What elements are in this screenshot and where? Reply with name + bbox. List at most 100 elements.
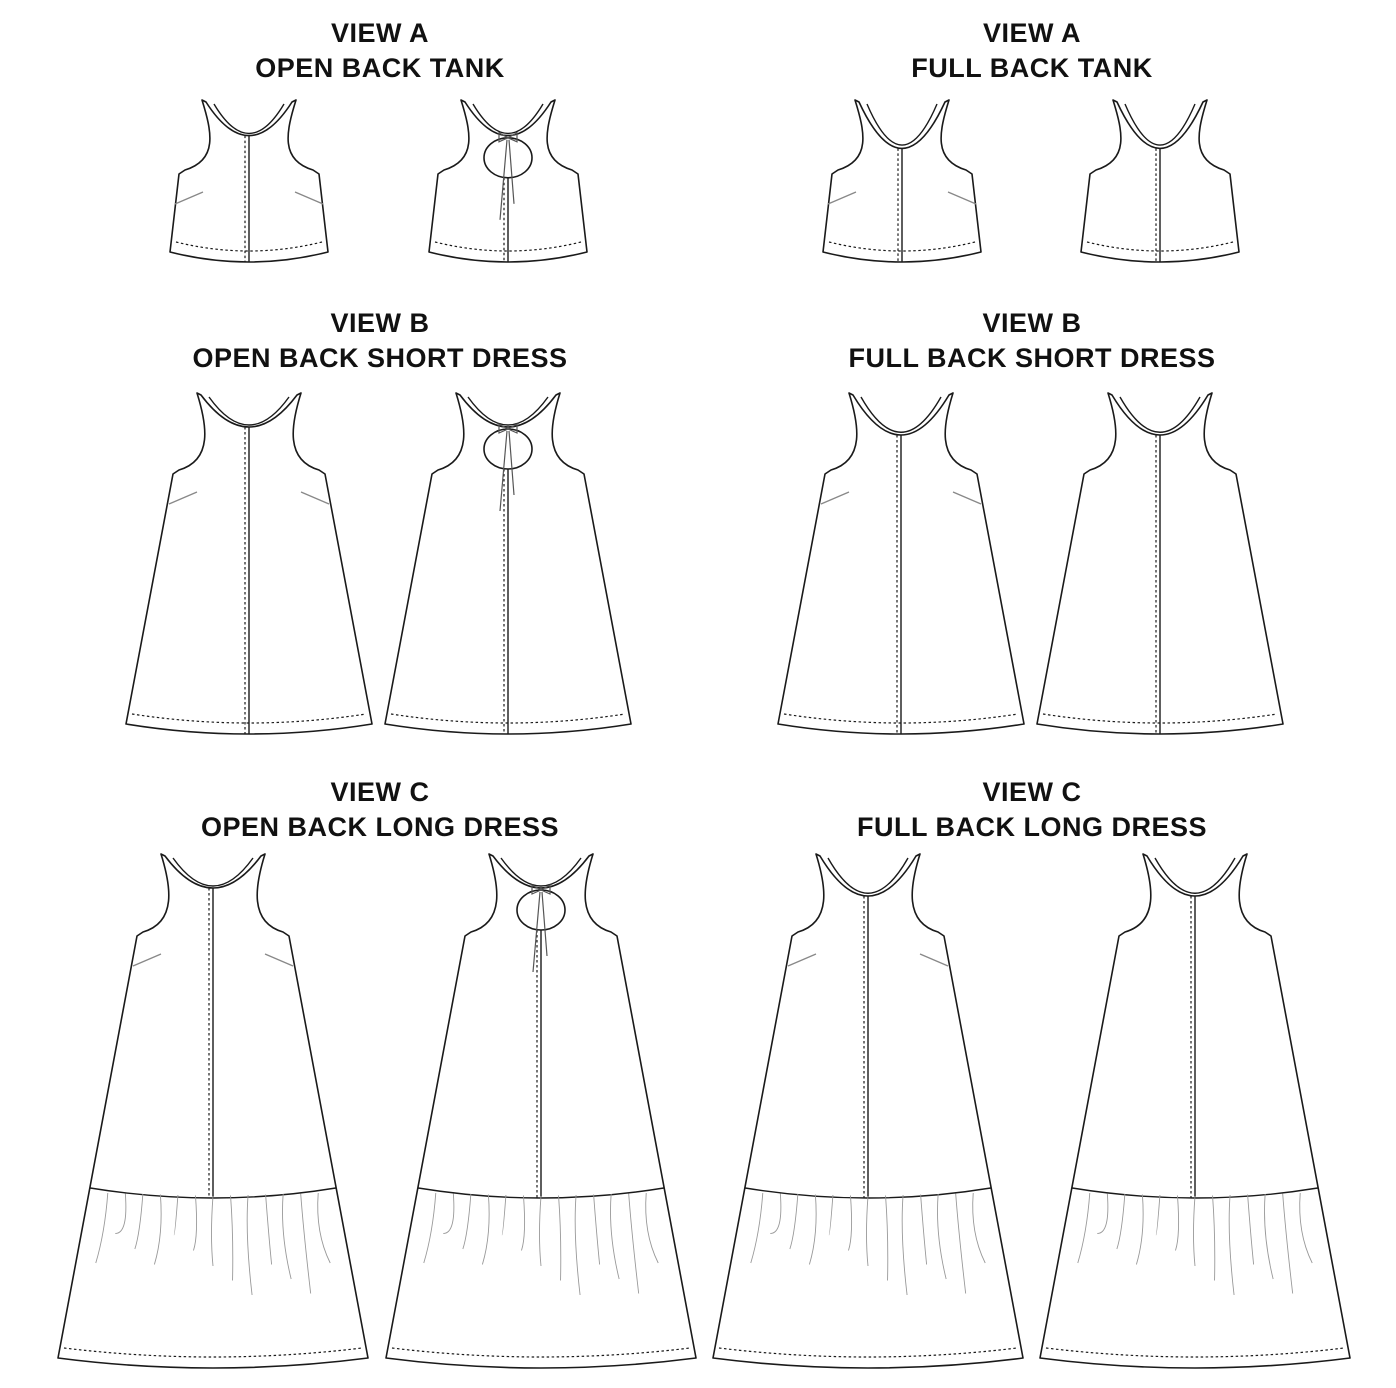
style-label: OPEN BACK SHORT DRESS — [192, 343, 568, 373]
gather-line — [574, 1194, 581, 1296]
garment-a-open-back-front — [169, 99, 329, 263]
gather-line — [972, 1192, 986, 1264]
gather-line — [593, 1194, 601, 1265]
garment-c-open-back-front — [57, 853, 369, 1369]
pocket-right — [947, 191, 977, 205]
tie-end — [499, 139, 508, 220]
gather-line — [1282, 1193, 1294, 1294]
gather-line — [462, 1193, 472, 1250]
gather-line — [937, 1193, 947, 1280]
gather-line — [866, 1195, 869, 1267]
title-view-c-open-back: VIEW C OPEN BACK LONG DRESS — [80, 775, 680, 845]
garment-b-full-back-front — [777, 392, 1025, 735]
pocket-left — [174, 191, 204, 205]
gather-line — [1155, 1194, 1161, 1236]
gather-line — [1135, 1194, 1144, 1265]
view-label: VIEW C — [982, 777, 1082, 807]
pocket-right — [919, 953, 949, 967]
garment-a-full-back-back — [1080, 99, 1240, 263]
title-view-c-full-back: VIEW C FULL BACK LONG DRESS — [732, 775, 1332, 845]
gather-line — [95, 1192, 109, 1264]
gather-line — [1097, 1193, 1109, 1234]
gather-line — [789, 1193, 799, 1250]
style-label: OPEN BACK TANK — [255, 53, 505, 83]
gather-line — [558, 1195, 562, 1281]
gather-line — [848, 1195, 853, 1251]
gather-line — [628, 1193, 640, 1294]
gather-line — [230, 1195, 234, 1281]
gather-line — [1175, 1195, 1180, 1251]
tie-bow — [498, 131, 518, 143]
gather-line — [1193, 1195, 1196, 1267]
hem-stitch — [175, 241, 323, 252]
gather-line — [481, 1194, 490, 1265]
pocket-left — [787, 953, 817, 967]
pocket-right — [952, 491, 982, 505]
view-label: VIEW A — [982, 18, 1081, 48]
gather-line — [920, 1194, 928, 1265]
gather-line — [282, 1193, 292, 1280]
garment-c-full-back-back — [1039, 853, 1351, 1369]
garment-a-open-back-back — [428, 99, 588, 263]
gather-line — [300, 1193, 312, 1294]
style-label: FULL BACK LONG DRESS — [856, 812, 1207, 842]
gather-line — [115, 1193, 127, 1234]
style-label: FULL BACK SHORT DRESS — [848, 343, 1216, 373]
view-label: VIEW C — [330, 777, 430, 807]
neckline-seam — [500, 857, 582, 887]
gather-line — [265, 1194, 273, 1265]
gather-line — [808, 1194, 817, 1265]
garment-b-full-back-back — [1036, 392, 1284, 735]
gather-line — [501, 1194, 507, 1236]
pocket-right — [294, 191, 324, 205]
title-view-a-open-back: VIEW A OPEN BACK TANK — [80, 16, 680, 86]
view-label: VIEW A — [330, 18, 429, 48]
tie-end — [541, 891, 548, 957]
garment-c-full-back-front — [712, 853, 1024, 1369]
hem-stitch — [1042, 713, 1278, 724]
view-label: VIEW B — [982, 308, 1082, 338]
keyhole-opening — [483, 428, 533, 470]
neckline-seam — [208, 396, 290, 426]
gather-line — [645, 1192, 659, 1264]
gather-line — [1116, 1193, 1126, 1250]
pocket-left — [168, 491, 198, 505]
hem-stitch — [1086, 241, 1234, 252]
gather-line — [1247, 1194, 1255, 1265]
pocket-left — [820, 491, 850, 505]
hem-stitch — [783, 713, 1019, 724]
gather-line — [423, 1192, 437, 1264]
title-view-a-full-back: VIEW A FULL BACK TANK — [732, 16, 1332, 86]
tie-end — [508, 139, 515, 204]
gather-line — [828, 1194, 834, 1236]
title-view-b-full-back: VIEW B FULL BACK SHORT DRESS — [732, 306, 1332, 376]
style-label: FULL BACK TANK — [911, 53, 1153, 83]
tie-end — [499, 430, 508, 512]
neckline-seam — [1119, 396, 1201, 433]
neckline-seam — [866, 103, 938, 146]
gather-line — [1077, 1192, 1091, 1264]
pocket-right — [300, 491, 330, 505]
view-label: VIEW B — [330, 308, 430, 338]
gather-line — [1212, 1195, 1216, 1281]
garment-c-open-back-back — [385, 853, 697, 1369]
keyhole-opening — [483, 137, 533, 179]
title-view-b-open-back: VIEW B OPEN BACK SHORT DRESS — [80, 306, 680, 376]
gather-line — [1228, 1194, 1235, 1296]
neckline-seam — [213, 103, 285, 134]
gather-line — [134, 1193, 144, 1250]
tie-end — [532, 891, 541, 973]
pocket-left — [827, 191, 857, 205]
tie-bow — [531, 883, 551, 895]
gather-line — [750, 1192, 764, 1264]
hem-stitch — [131, 713, 367, 724]
style-label: OPEN BACK LONG DRESS — [200, 812, 560, 842]
gather-line — [1299, 1192, 1313, 1264]
hem-stitch — [828, 241, 976, 252]
garment-b-open-back-back — [384, 392, 632, 735]
tie-end — [508, 430, 515, 496]
gather-line — [610, 1193, 620, 1280]
gather-line — [173, 1194, 179, 1236]
tie-bow — [498, 422, 518, 434]
